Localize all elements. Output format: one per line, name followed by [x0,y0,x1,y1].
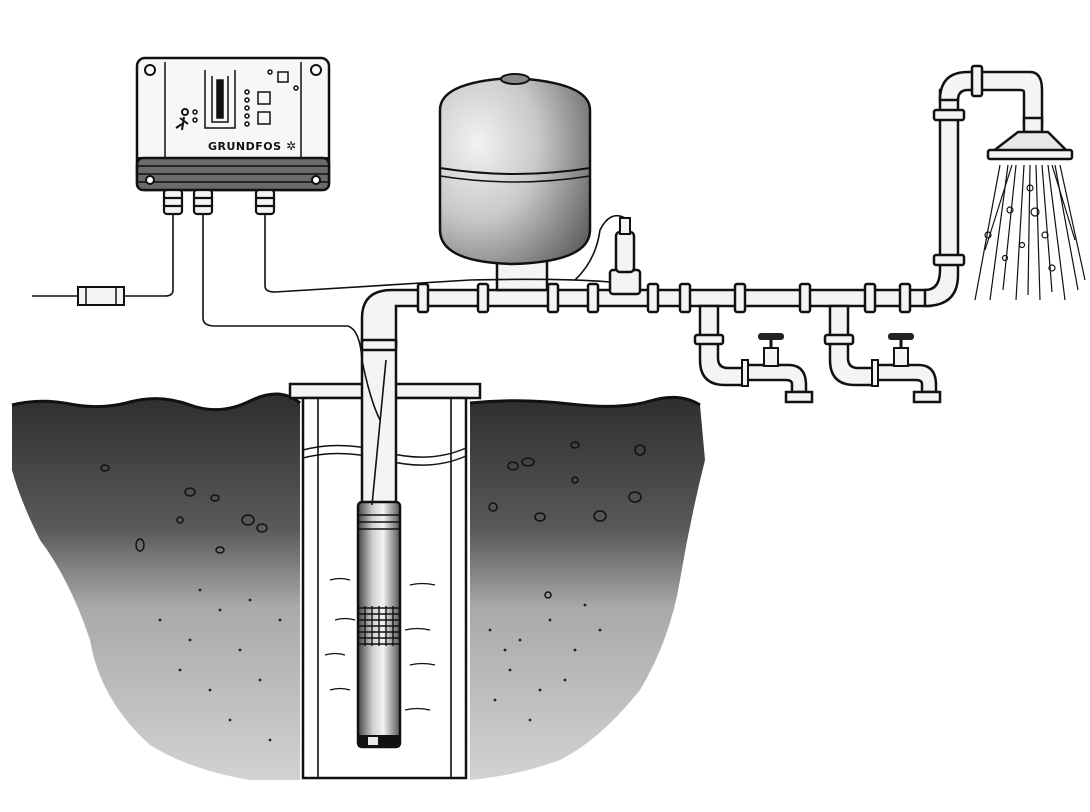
ground-line-left [11,392,301,412]
pump-inlet-screen [358,606,400,646]
water-spray [974,164,1086,301]
power-cable [122,214,174,297]
ground [11,392,705,780]
faucet-2 [823,304,942,404]
control-box: GRUNDFOS ✲ [135,56,331,216]
water-lines [324,577,436,711]
person-icon [175,108,189,131]
brand-label: GRUNDFOS [208,140,282,153]
drop-pipe [360,338,398,507]
switch-cable [264,214,611,293]
pebbles [100,441,646,599]
cables [32,214,611,421]
sand-dots [158,588,602,742]
soil [12,393,300,780]
pump-feed-cable [202,214,381,421]
shower-head [974,116,1086,301]
main-pipe [360,64,1044,352]
pressure-tank [438,73,592,292]
soil-right [470,397,705,780]
submersible-pump [356,500,402,749]
pressure-switch [574,214,642,296]
cable-glands [162,188,276,216]
well [288,338,482,780]
pump-cable [371,359,387,506]
ground-line-right [469,395,701,408]
faucet-1 [693,304,814,404]
brand-logo-mark: ✲ [286,139,296,153]
fuse-icon [77,286,125,306]
control-panel-indicators [192,69,299,129]
pipe-couplings [360,64,984,352]
